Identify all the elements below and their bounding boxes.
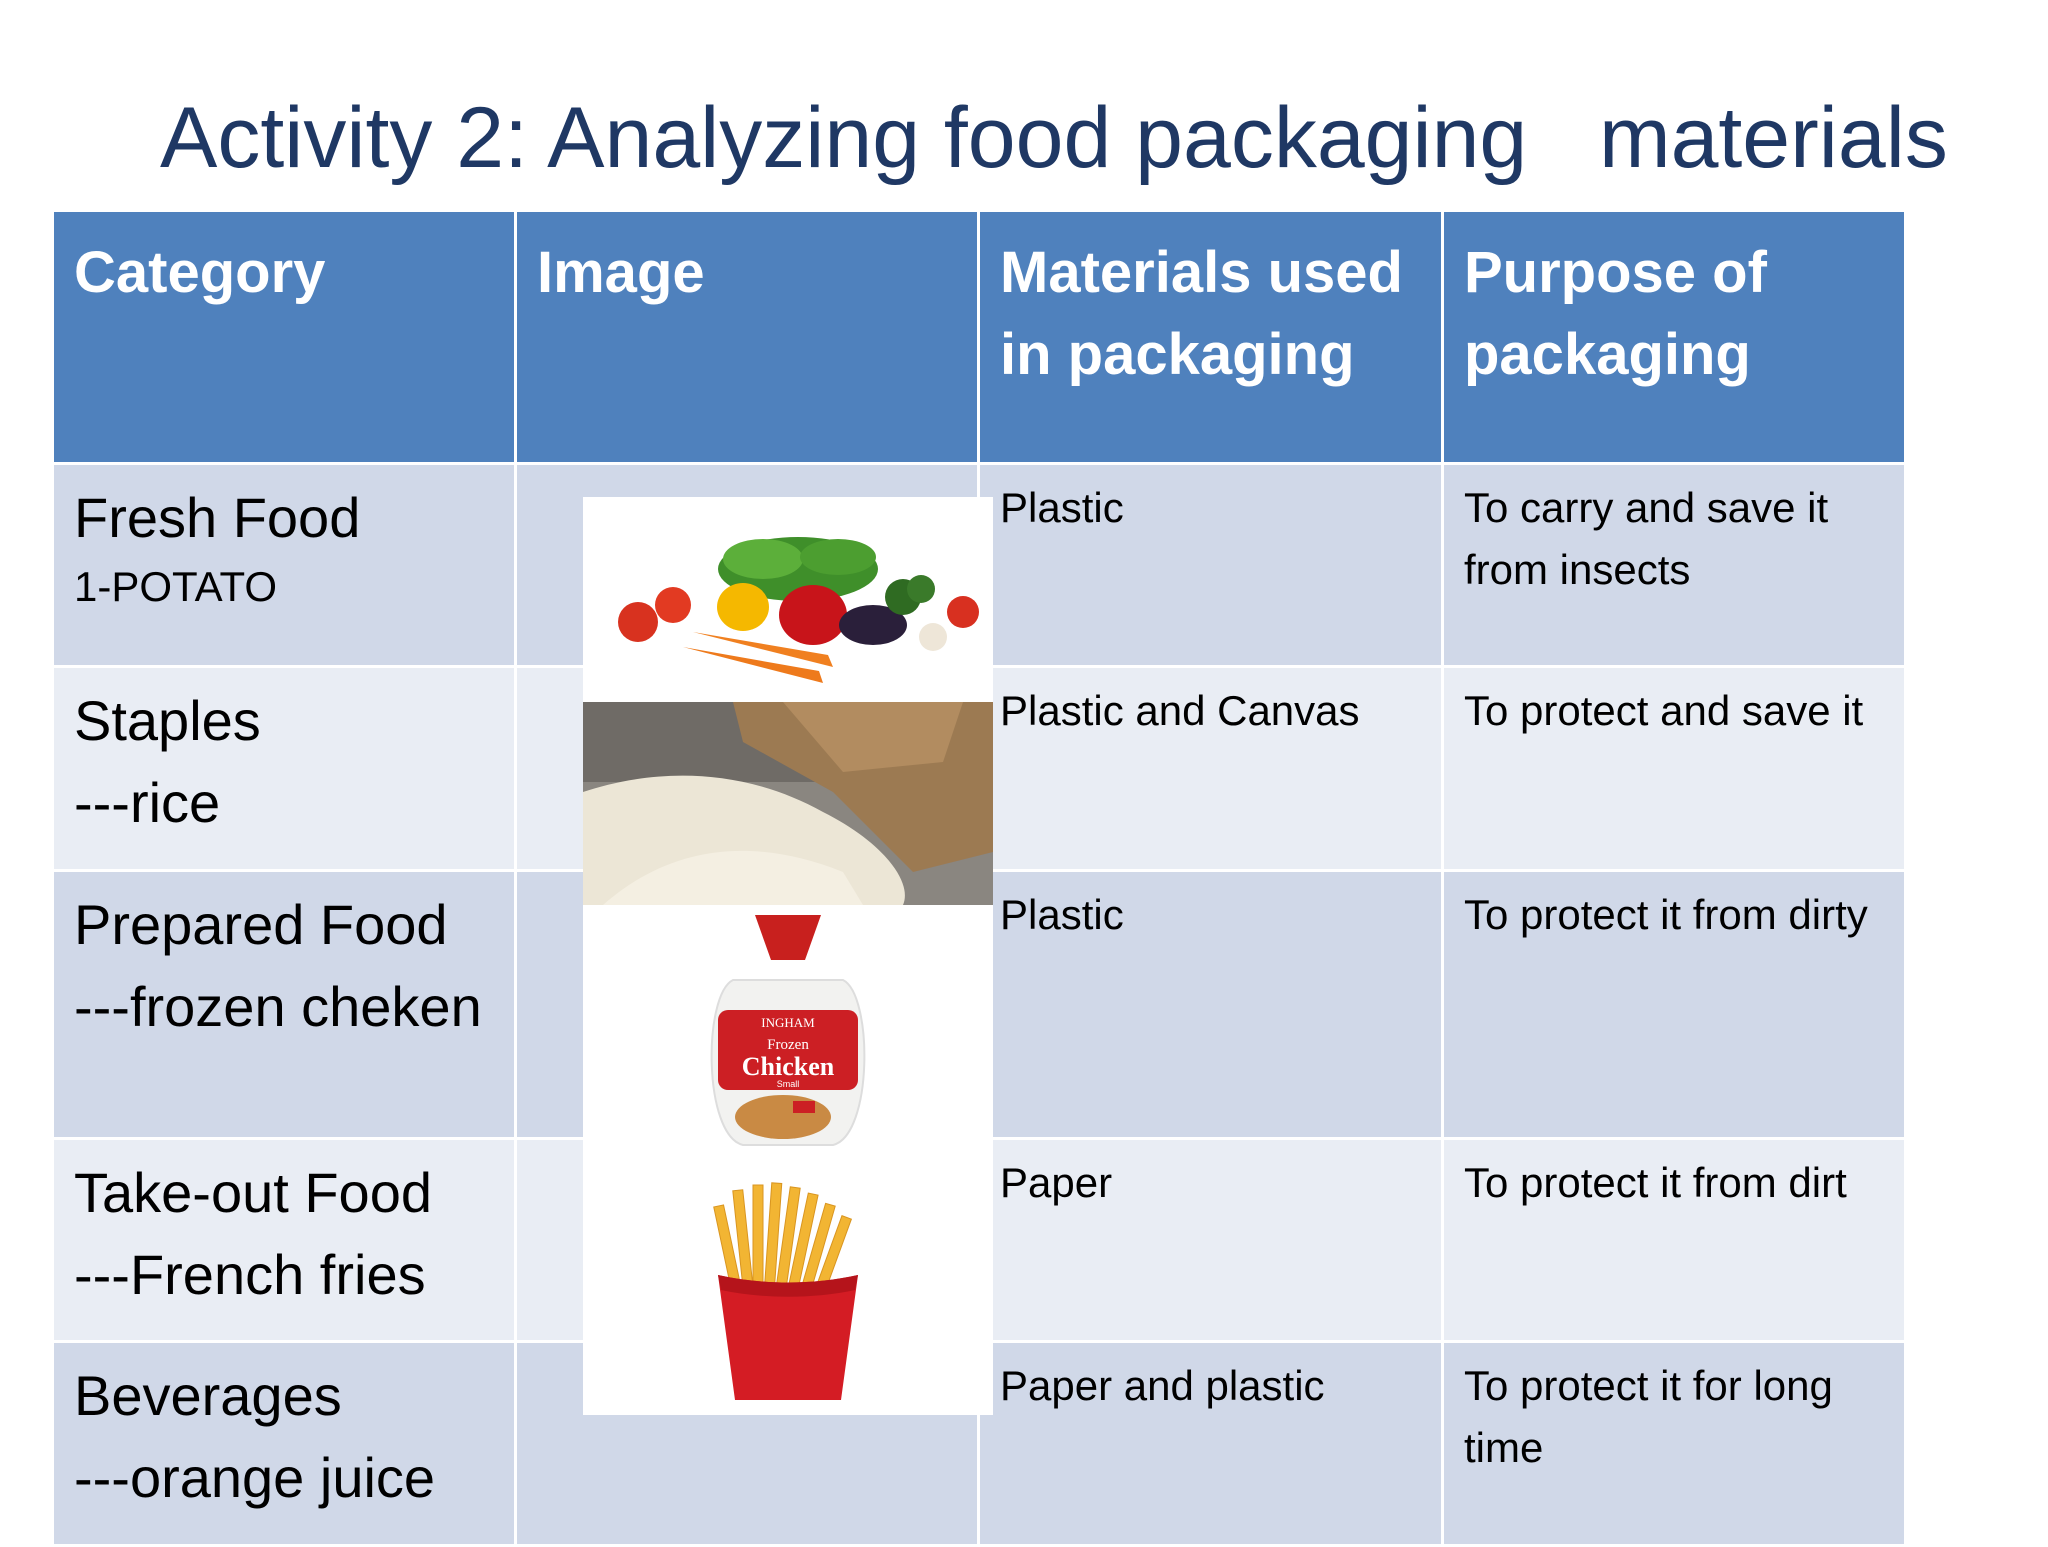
rice-sack-image [583, 702, 993, 905]
purpose-cell: To carry and save it from insects [1441, 462, 1907, 668]
category-sub-label: 1-POTATO [74, 563, 278, 610]
category-sub-label: ---orange juice [74, 1446, 436, 1509]
category-cell: Take-out Food ---French fries [51, 1137, 517, 1343]
header-materials: Materials used in packaging [977, 209, 1444, 465]
chicken-line1-text: Frozen [767, 1037, 809, 1053]
category-sub-label: ---rice [74, 771, 221, 834]
category-sub-label: ---French fries [74, 1243, 426, 1306]
purpose-cell: To protect it from dirt [1441, 1137, 1907, 1343]
purpose-cell: To protect it from dirty [1441, 869, 1907, 1140]
materials-cell: Paper [977, 1137, 1444, 1343]
category-label: Prepared Food [74, 893, 448, 956]
purpose-cell: To protect and save it [1441, 665, 1907, 872]
header-category: Category [51, 209, 517, 465]
materials-cell: Plastic [977, 869, 1444, 1140]
table-row: Beverages ---orange juice Paper and plas… [51, 1340, 1907, 1547]
category-label: Beverages [74, 1364, 342, 1427]
category-cell: Staples ---rice [51, 665, 517, 872]
purpose-cell: To protect it for long time [1441, 1340, 1907, 1547]
chicken-brand-text: INGHAM [761, 1015, 815, 1030]
materials-cell: Plastic and Canvas [977, 665, 1444, 872]
slide-title: Activity 2: Analyzing food packaging mat… [160, 90, 1948, 186]
category-sub-label: ---frozen cheken [74, 975, 482, 1038]
french-fries-image [583, 1165, 993, 1415]
materials-cell: Paper and plastic [977, 1340, 1444, 1547]
chicken-line2-text: Chicken [742, 1052, 835, 1081]
materials-cell: Plastic [977, 462, 1444, 668]
category-label: Take-out Food [74, 1161, 432, 1224]
vegetables-image [583, 497, 993, 702]
category-cell: Beverages ---orange juice [51, 1340, 517, 1547]
category-label: Fresh Food [74, 486, 361, 549]
header-purpose: Purpose of packaging [1441, 209, 1907, 465]
table-header-row: Category Image Materials used in packagi… [51, 209, 1907, 465]
frozen-chicken-image: INGHAM Frozen Chicken Small [583, 905, 993, 1165]
chicken-size-text: Small [777, 1079, 800, 1089]
category-label: Staples [74, 689, 261, 752]
category-cell: Fresh Food 1-POTATO [51, 462, 517, 668]
category-cell: Prepared Food ---frozen cheken [51, 869, 517, 1140]
header-image: Image [514, 209, 980, 465]
food-image-strip: INGHAM Frozen Chicken Small [583, 497, 993, 1415]
